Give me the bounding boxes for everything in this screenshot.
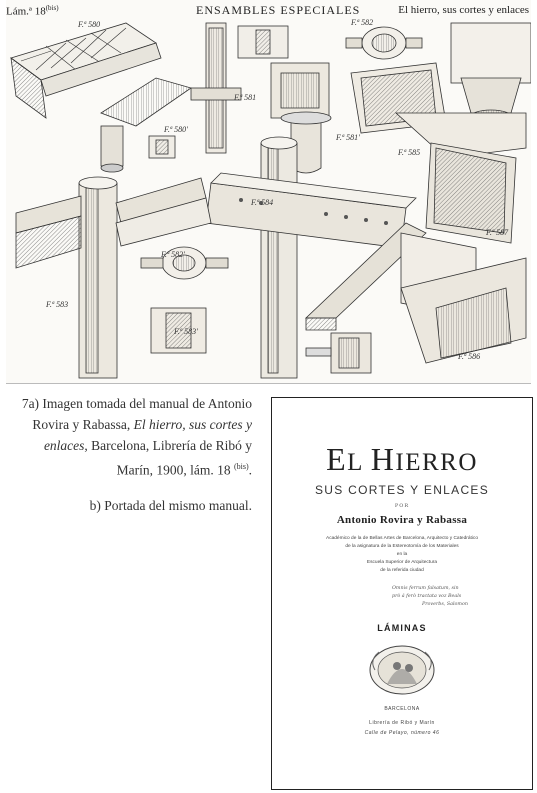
figure-label: F.ª 581'	[336, 133, 360, 142]
plate-title: ENSAMBLES ESPECIALES	[196, 3, 361, 17]
publisher-address: Calle de Pelayo, número 46	[364, 730, 440, 736]
author-credentials-line: de la asignatura de la Estereotomía de l…	[345, 544, 459, 549]
publisher-name: Librería de Ribó y Marín	[369, 720, 435, 726]
iron-joints-engraving	[10, 22, 531, 379]
plate-header: Lám.ª 18(bis) ENSAMBLES ESPECIALES El hi…	[6, 0, 531, 20]
author-name: Antonio Rovira y Rabassa	[336, 514, 468, 526]
figure-label: F.ª 583	[46, 300, 69, 309]
figure-label: F.ª 582	[351, 18, 374, 27]
figure-label: F.ª 585	[398, 148, 421, 157]
figure-label: F.ª 586	[458, 352, 481, 361]
figure-label: F.ª 583'	[174, 327, 198, 336]
volume-label: LÁMINAS	[377, 623, 427, 633]
epigraph-line: prò á ferò tractata voz Beals	[392, 594, 462, 599]
by-line: POR	[394, 503, 410, 509]
figure-label: F.ª 587	[486, 228, 509, 237]
epigraph-source: Proverbs, Salomon	[422, 602, 468, 607]
epigraph-line: Omnis ferrum falsatum, sin	[392, 586, 459, 591]
figure-label: F.ª 580'	[164, 125, 188, 134]
figure-caption: 7a) Imagen tomada del manual de Antonio …	[8, 393, 252, 516]
publication-city: BARCELONA	[384, 706, 420, 712]
book-subtitle: SUS CORTES Y ENLACES	[314, 483, 490, 497]
author-credentials-line: Académico de la de Bellas Artes de Barce…	[326, 536, 478, 541]
printer-vignette	[369, 645, 435, 695]
caption-b: b) Portada del mismo manual.	[89, 497, 252, 513]
book-title-page: EL HIERRO SUS CORTES Y ENLACES POR Anton…	[271, 397, 533, 790]
figure-label: F.ª 581	[234, 93, 257, 102]
author-credentials-line: en la	[396, 552, 408, 557]
caption-a: 7a) Imagen tomada del manual de Antonio …	[21, 396, 252, 478]
book-title: EL HIERRO	[326, 441, 478, 477]
author-credentials-line: Escuela Superior de Arquitectura	[366, 560, 438, 565]
figure-label: F.ª 584	[251, 198, 274, 207]
figure-label: F.ª 580	[78, 20, 101, 29]
author-credentials-line: de la referida ciudad	[380, 568, 424, 573]
engraving-plate: Lám.ª 18(bis) ENSAMBLES ESPECIALES El hi…	[6, 0, 531, 384]
plate-series-title: El hierro, sus cortes y enlaces	[398, 4, 529, 16]
plate-number: Lám.ª 18(bis)	[6, 4, 59, 18]
figure-label: F.ª 582'	[161, 250, 185, 259]
